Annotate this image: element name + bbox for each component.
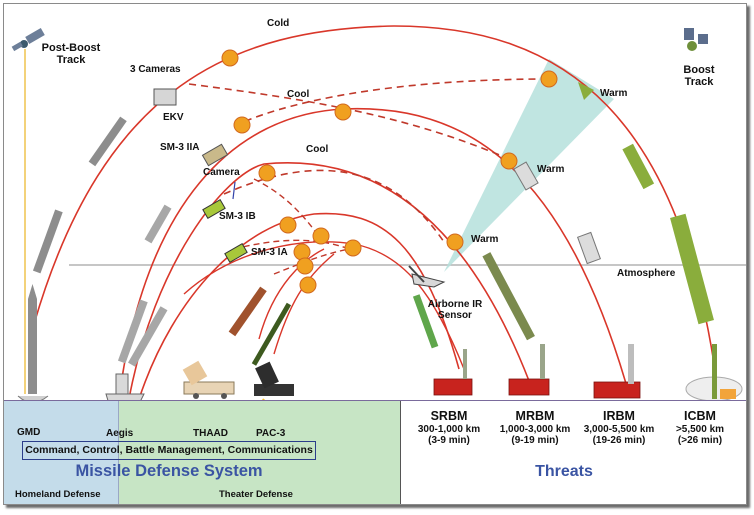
sm3-ib-label: SM-3 IB: [219, 211, 256, 222]
intercept-explosion: [258, 164, 276, 182]
intercept-explosion: [296, 257, 314, 275]
aegis-label: Aegis: [106, 428, 134, 439]
intercept-explosion: [293, 243, 311, 261]
srbm-missile-upright-icon: [463, 349, 467, 379]
dashed-track: [273, 248, 350, 275]
homeland-defense-panel: [4, 401, 119, 504]
sensor-cone: [444, 59, 614, 272]
intercept-explosion: [344, 239, 362, 257]
irbm-missile-upright-icon: [628, 344, 634, 384]
ekv-icon: [153, 88, 177, 106]
airborne-ir-sensor-label: Airborne IR Sensor: [427, 299, 483, 321]
pac3-launcher-icon: [254, 361, 294, 396]
sm3-ia-icon: [224, 242, 248, 264]
pac3-trajectory: [273, 253, 335, 355]
threat-srbm: SRBM 300-1,000 km (3-9 min): [394, 409, 504, 446]
irbm-reentry-vehicle-icon: [576, 231, 602, 265]
icbm-silo-icon: [685, 344, 743, 402]
theater-defense-panel: [119, 401, 400, 504]
icbm-booster-icon: [670, 213, 714, 325]
three-cameras-label: 3 Cameras: [130, 64, 181, 75]
icbm-stage-icon: [578, 82, 655, 190]
gmd-label: GMD: [17, 427, 41, 438]
camera-pointer-arrow: [232, 181, 236, 200]
post-boost-track-label: Post-Boost Track: [41, 42, 101, 67]
gmd-interceptor-icon: [17, 284, 49, 403]
intercept-explosion: [540, 70, 558, 88]
aegis-missile-icon: [144, 204, 172, 244]
icbm-trajectory: [33, 25, 720, 400]
intercept-explosion: [500, 152, 518, 170]
threat-range: >5,500 km: [675, 424, 725, 435]
thaad-missile-icon: [228, 286, 267, 337]
irbm-launcher-icon: [593, 381, 641, 399]
threat-name: ICBM: [684, 409, 716, 423]
srbm-launcher-icon: [433, 378, 473, 396]
sm3-iia-icon: [201, 143, 229, 167]
intercept-explosion: [221, 49, 239, 67]
threat-range: 300-1,000 km: [417, 424, 481, 435]
mrbm-launcher-icon: [508, 378, 550, 396]
cool-upper-label: Cool: [287, 89, 310, 100]
intercept-explosion: [312, 227, 330, 245]
homeland-defense-label: Homeland Defense: [15, 489, 101, 500]
threats-title: Threats: [535, 463, 593, 480]
ekv-label: EKV: [163, 112, 184, 123]
pac3-missile-icon: [251, 302, 292, 366]
threat-range: 3,000-5,500 km: [583, 424, 655, 435]
intercept-explosion: [279, 216, 297, 234]
pac3-label: PAC-3: [256, 428, 286, 439]
warm-mid-label: Warm: [537, 164, 565, 175]
warm-top-label: Warm: [600, 88, 628, 99]
intercept-explosion: [334, 103, 352, 121]
thaad-launcher-icon: [182, 360, 235, 399]
cold-label: Cold: [267, 18, 290, 29]
gmd-stage-icon: [88, 116, 127, 167]
aegis-missile-icon: [117, 299, 148, 364]
aegis-missile-icon: [128, 306, 168, 367]
threat-mrbm: MRBM 1,000-3,000 km (9-19 min): [480, 409, 590, 446]
camera-label: Camera: [203, 167, 240, 178]
mrbm-missile-icon: [482, 252, 535, 341]
intercept-explosion: [233, 116, 251, 134]
threat-name: IRBM: [603, 409, 635, 423]
threat-name: SRBM: [430, 409, 468, 423]
mrbm-warhead-icon: [513, 161, 539, 191]
threat-irbm: IRBM 3,000-5,500 km (19-26 min): [564, 409, 674, 446]
warm-low-label: Warm: [471, 234, 499, 245]
boost-track-satellite-icon: [684, 28, 708, 51]
post-boost-satellite-icon: [11, 28, 45, 52]
threat-time: (19-26 min): [592, 435, 646, 446]
dashed-track: [233, 239, 350, 250]
threat-name: MRBM: [515, 409, 555, 423]
threats-panel: [400, 401, 746, 504]
threat-time: (>26 min): [677, 435, 723, 446]
thaad-label: THAAD: [193, 428, 228, 439]
sm3-iia-label: SM-3 IIA: [160, 142, 200, 153]
cool-lower-label: Cool: [306, 144, 329, 155]
thaad-trajectory: [258, 248, 325, 340]
airborne-ir-sensor-icon: [408, 265, 446, 288]
intercept-explosion: [299, 276, 317, 294]
sm3-ib-icon: [202, 198, 226, 220]
threat-icbm: ICBM >5,500 km (>26 min): [660, 409, 740, 446]
atmosphere-label: Atmosphere: [617, 268, 676, 279]
boost-track-label: Boost Track: [683, 64, 715, 89]
intercept-explosion: [446, 233, 464, 251]
mrbm-missile-upright-icon: [540, 344, 545, 379]
missile-defense-diagram: Cold Cool Cool Warm Warm Warm Atmosphere…: [3, 3, 747, 505]
gmd-stage-icon: [32, 209, 63, 274]
srbm-trajectory: [138, 212, 460, 400]
sm3-ia-label: SM-3 IA: [251, 247, 288, 258]
threat-time: (9-19 min): [511, 435, 559, 446]
missile-defense-system-title: Missile Defense System: [75, 462, 263, 480]
mrbm-trajectory: [128, 162, 535, 400]
threat-time: (3-9 min): [428, 435, 470, 446]
srbm-missile-icon: [412, 294, 439, 349]
c2bmc-box: Command, Control, Battle Management, Com…: [22, 441, 316, 460]
theater-defense-label: Theater Defense: [219, 489, 293, 500]
dashed-track: [223, 169, 445, 243]
threat-range: 1,000-3,000 km: [499, 424, 571, 435]
